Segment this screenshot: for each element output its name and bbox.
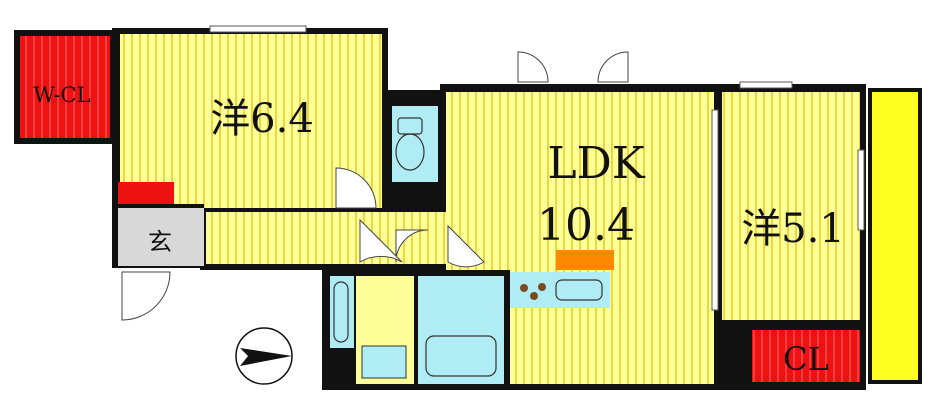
door-swing-icon xyxy=(517,51,549,83)
western-room-6-4-label: 洋6.4 xyxy=(210,96,314,142)
door-swing-icon xyxy=(121,271,171,321)
closet-label: CL xyxy=(783,340,829,378)
ldk-label: LDK xyxy=(547,138,645,189)
doors xyxy=(121,51,629,321)
ldk-room xyxy=(446,92,714,270)
wcl-label: W-CL xyxy=(33,83,90,107)
bathroom xyxy=(418,276,504,384)
window-icon xyxy=(209,25,307,33)
stove-burner-icon xyxy=(520,284,528,292)
window-icon xyxy=(711,109,719,311)
western-room-5-1 xyxy=(722,92,860,320)
ldk-size-label: 10.4 xyxy=(537,200,635,251)
door-swing-icon xyxy=(447,224,485,268)
entrance-label: 玄 xyxy=(148,228,172,256)
western-room-5-1-label: 洋5.1 xyxy=(741,206,845,252)
door-swing-icon xyxy=(597,51,629,83)
washer-icon xyxy=(333,281,349,343)
door-swing-icon xyxy=(335,167,377,209)
door-swing-icon xyxy=(359,218,403,263)
wcl-room xyxy=(20,36,110,138)
stove-burner-icon xyxy=(538,283,546,291)
entrance xyxy=(118,208,204,266)
window-icon xyxy=(857,149,865,231)
sink-icon xyxy=(555,279,603,301)
toilet-bowl-icon xyxy=(395,133,425,171)
shoe-cabinet xyxy=(118,182,174,204)
bathtub-icon xyxy=(425,335,497,377)
window-icon xyxy=(739,81,793,89)
washbasin-icon xyxy=(361,345,407,379)
stove-burner-icon xyxy=(530,292,538,300)
kitchen-hood xyxy=(556,250,614,270)
closet-room xyxy=(752,330,860,382)
windows xyxy=(209,25,865,311)
balcony xyxy=(872,92,918,380)
north-arrow-icon xyxy=(235,327,293,385)
hallway xyxy=(206,212,446,264)
